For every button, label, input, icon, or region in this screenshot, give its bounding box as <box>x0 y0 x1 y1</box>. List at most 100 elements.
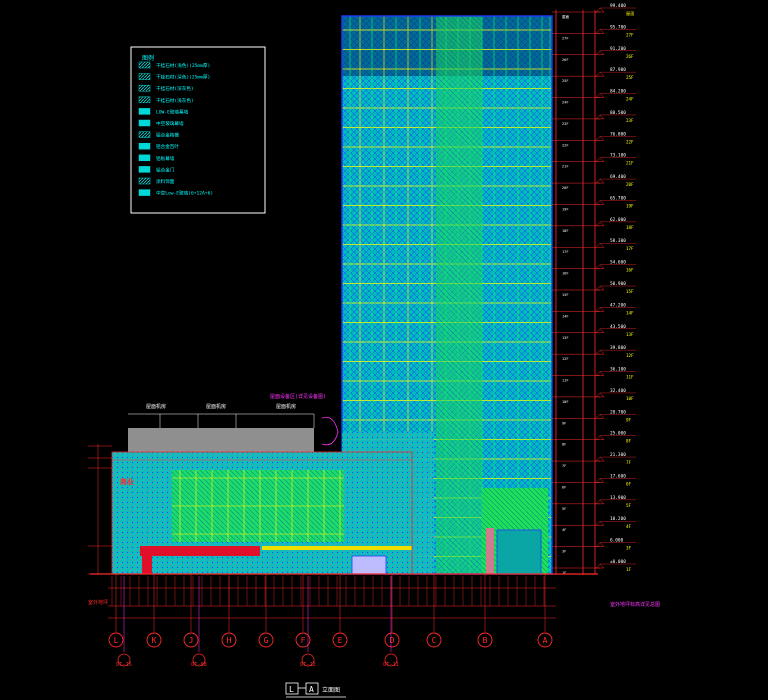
roof-label-b: 屋面机房 <box>206 403 226 410</box>
level-floor-tag: 11F <box>562 379 569 383</box>
level-floor-tag: 17F <box>562 250 569 254</box>
level-floor-label: 1F <box>626 567 632 572</box>
level-floor-label: 21F <box>626 161 634 166</box>
level-marker <box>595 563 605 569</box>
level-floor-tag: 23F <box>562 122 569 126</box>
axis-label: J <box>189 636 194 645</box>
level-marker <box>595 50 605 56</box>
level-marker <box>595 157 605 162</box>
detail-bubble <box>192 653 206 667</box>
title-right-axis: A <box>309 685 314 694</box>
level-floor-tag: 25F <box>562 79 569 83</box>
axis-bubble <box>477 632 493 648</box>
level-floor-tag: 12F <box>562 357 569 361</box>
legend-swatch <box>138 119 151 127</box>
level-floor-label: 12F <box>626 353 634 358</box>
level-marker <box>595 328 605 334</box>
level-elevation-label: 58.300 <box>610 238 626 244</box>
legend-item-label: 涂料饰面 <box>156 178 175 185</box>
level-floor-label: 20F <box>626 182 634 187</box>
tower-lobby <box>496 529 542 575</box>
right-note: 室外地坪标高详见总图 <box>610 601 660 608</box>
legend-item-label: 干挂石材(深色)(25mm厚) <box>156 74 210 81</box>
level-floor-label: 11F <box>626 375 634 380</box>
axis-label: A <box>543 636 548 645</box>
level-floor-tag: 16F <box>562 272 569 276</box>
axis-bubble <box>537 632 553 648</box>
level-floor-label: 3F <box>626 546 632 551</box>
level-floor-label: 27F <box>626 32 634 37</box>
level-elevation-label: 69.400 <box>610 174 626 180</box>
ground-dimensions: 室外地坪 室外地坪标高详见总图 <box>88 573 660 619</box>
level-floor-tag: 3F <box>562 550 566 554</box>
title-suffix: 立面图 <box>322 686 340 694</box>
legend-swatch <box>138 142 151 150</box>
level-marker <box>595 242 605 248</box>
axis-bubble <box>332 632 348 648</box>
level-elevation-label: 73.100 <box>610 153 626 159</box>
axis-label: K <box>152 636 157 645</box>
title-left-axis: L <box>289 685 294 694</box>
level-floor-label: 6F <box>626 481 632 486</box>
level-floor-label: 25F <box>626 75 634 80</box>
podium-red-pier <box>142 546 152 574</box>
level-elevation-label: 95.700 <box>610 24 626 30</box>
legend-swatch <box>138 84 151 92</box>
level-marker <box>595 221 605 227</box>
level-marker <box>595 29 605 34</box>
level-floor-tag: 19F <box>562 207 569 211</box>
level-elevation-label: ±0.000 <box>610 559 626 565</box>
legend-item-label: 铝合金门 <box>156 166 175 173</box>
axis-label: C <box>432 636 437 645</box>
level-marker <box>595 478 605 483</box>
level-dimension-chain: 99.400屋面屋面95.70027F27F91.20026F26F87.900… <box>552 3 636 575</box>
level-floor-tag: 10F <box>562 400 569 404</box>
level-floor-tag: 6F <box>562 485 566 489</box>
level-elevation-label: 47.200 <box>610 302 626 308</box>
level-elevation-label: 50.900 <box>610 281 626 287</box>
level-floor-tag: 15F <box>562 293 569 297</box>
level-marker <box>595 135 605 141</box>
axis-label: L <box>114 636 119 645</box>
podium-entrance <box>351 555 387 575</box>
level-floor-label: 4F <box>626 524 632 529</box>
legend-heading: 图例 <box>142 54 154 62</box>
level-marker <box>595 178 605 184</box>
tower-base-pink <box>486 528 494 574</box>
level-floor-label: 9F <box>626 417 632 422</box>
level-floor-tag: 22F <box>562 143 569 147</box>
level-floor-label: 22F <box>626 139 634 144</box>
level-marker <box>595 93 605 98</box>
level-floor-label: 14F <box>626 310 634 315</box>
level-elevation-label: 87.900 <box>610 67 626 73</box>
level-marker <box>595 264 605 269</box>
axis-bubble <box>384 632 400 648</box>
level-floor-tag: 8F <box>562 443 566 447</box>
legend-item-label: 中空Low-E玻璃(6+12A+6) <box>156 190 213 197</box>
level-elevation-label: 28.700 <box>610 409 626 415</box>
legend: 图例 干挂石材(浅色)(25mm厚)干挂石材(深色)(25mm厚)干挂石材(深灰… <box>130 46 266 214</box>
level-marker <box>595 114 605 120</box>
podium-link <box>342 432 434 574</box>
axis-label: G <box>264 636 269 645</box>
level-floor-tag: 13F <box>562 336 569 340</box>
legend-item-label: 铝合金格栅 <box>156 132 179 139</box>
detail-tag-label: DT-08 <box>191 662 207 668</box>
level-floor-tag: 26F <box>562 58 569 62</box>
level-floor-label: 16F <box>626 268 634 273</box>
level-elevation-label: 43.500 <box>610 324 626 330</box>
detail-bubble <box>117 653 131 667</box>
axis-label: D <box>390 636 395 645</box>
level-marker <box>595 371 605 376</box>
level-elevation-label: 99.400 <box>610 3 626 9</box>
detail-tag-label: DT-12 <box>300 662 316 668</box>
level-marker <box>595 392 605 398</box>
level-elevation-label: 65.700 <box>610 195 626 201</box>
level-elevation-label: 32.400 <box>610 388 626 394</box>
roof-label-a: 屋面机房 <box>146 403 166 410</box>
level-elevation-label: 25.000 <box>610 431 626 437</box>
level-floor-tag: 20F <box>562 186 569 190</box>
level-floor-label: 5F <box>626 503 632 508</box>
